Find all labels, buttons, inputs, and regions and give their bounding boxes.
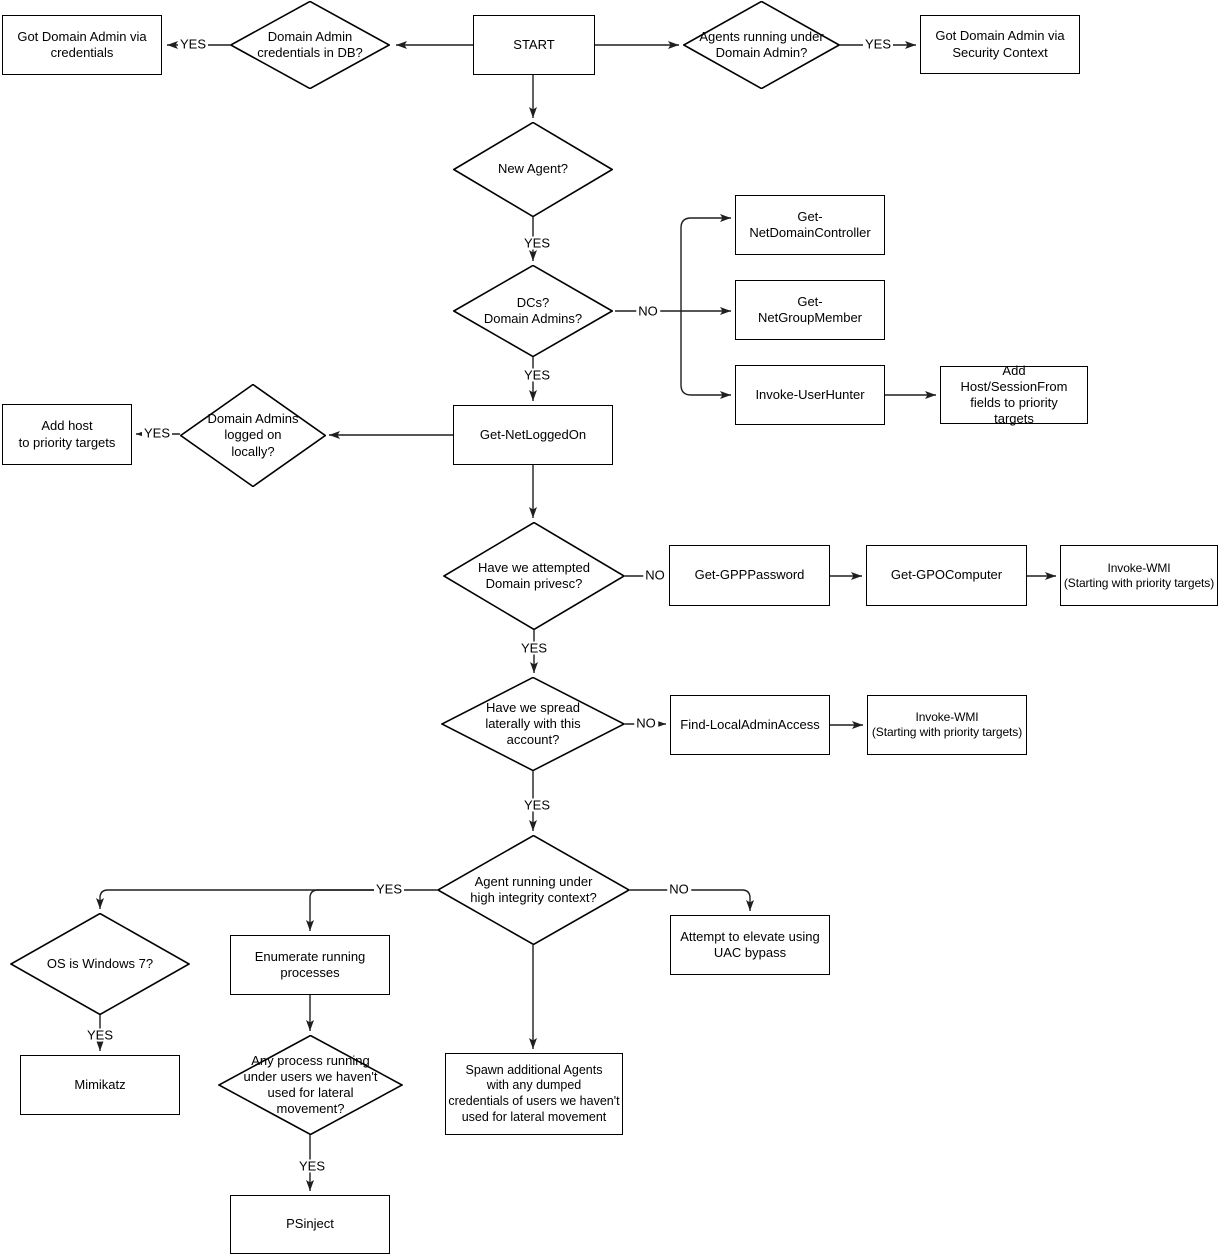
- node-label: Add Host/SessionFrom fields to priority …: [960, 362, 1068, 427]
- node-label: Add host to priority targets: [18, 418, 116, 450]
- node-label: Attempt to elevate using UAC bypass: [680, 928, 820, 960]
- node-get-gpocomputer: Get-GPOComputer: [866, 545, 1027, 606]
- node-get-gpppassword: Get-GPPPassword: [669, 545, 830, 606]
- node-spawn-additional-agents: Spawn additional Agents with any dumped …: [445, 1053, 623, 1135]
- node-find-localadminaccess: Find-LocalAdminAccess: [670, 695, 830, 755]
- node-label: Get-NetDomainController: [749, 208, 871, 240]
- edge-label-yes-credentials: YES: [177, 36, 209, 52]
- node-label: Spawn additional Agents with any dumped …: [448, 1062, 620, 1124]
- connector: [680, 311, 731, 399]
- node-label: Have we spread laterally with this accou…: [485, 699, 581, 748]
- diamond-shape: [441, 677, 625, 771]
- node-label: Get-NetLoggedOn: [479, 426, 587, 442]
- node-label: PSinject: [286, 1216, 334, 1232]
- edge-label-no-dcs: NO: [636, 303, 660, 319]
- node-label: New Agent?: [497, 161, 569, 177]
- node-label: Get-GPPPassword: [694, 567, 805, 583]
- node-add-host-to-priority-targets: Add host to priority targets: [2, 404, 132, 465]
- node-start: START: [473, 15, 595, 75]
- connector: [96, 889, 437, 909]
- node-add-host-sessionfrom: Add Host/SessionFrom fields to priority …: [940, 363, 1088, 426]
- decision-domain-admin-credentials-in-db: Domain Admin credentials in DB?: [230, 1, 390, 89]
- decision-os-is-windows-7: OS is Windows 7?: [10, 913, 190, 1015]
- edge-label-yes-security-context: YES: [862, 36, 894, 52]
- node-label: Agent running under high integrity conte…: [470, 873, 597, 905]
- node-label: Invoke-WMI (Starting with priority targe…: [871, 710, 1023, 739]
- edge-label-no-privesc: NO: [643, 567, 667, 583]
- node-label: Enumerate running processes: [254, 948, 366, 980]
- decision-domain-admins-logged-on-locally: Domain Admins logged on locally?: [180, 384, 326, 487]
- decision-agents-running-under-domain-admin: Agents running under Domain Admin?: [683, 1, 840, 89]
- diamond-shape: [437, 835, 630, 945]
- edge-label-yes-windows7: YES: [84, 1027, 116, 1043]
- decision-dcs-domain-admins: DCs? Domain Admins?: [453, 265, 613, 357]
- node-label: Any process running under users we haven…: [243, 1052, 378, 1117]
- node-get-netloggedon: Get-NetLoggedOn: [453, 405, 613, 465]
- edge-label-no-high-integrity: NO: [667, 881, 691, 897]
- node-label: Have we attempted Domain privesc?: [477, 559, 590, 591]
- edge-label-yes-privesc: YES: [518, 640, 550, 656]
- edge-label-yes-spread: YES: [521, 797, 553, 813]
- node-get-netgroupmember: Get-NetGroupMember: [735, 280, 885, 340]
- edge-label-no-spread: NO: [634, 715, 658, 731]
- connector: [630, 889, 754, 911]
- node-label: DCs? Domain Admins?: [483, 294, 583, 326]
- decision-spread-laterally: Have we spread laterally with this accou…: [441, 677, 625, 771]
- node-label: Invoke-WMI (Starting with priority targe…: [1063, 560, 1215, 590]
- node-label: Domain Admin credentials in DB?: [257, 28, 363, 60]
- node-get-netdomaincontroller: Get-NetDomainController: [735, 195, 885, 255]
- edge-label-yes-any-process: YES: [296, 1158, 328, 1174]
- node-label: Got Domain Admin via Security Context: [935, 28, 1065, 60]
- node-label: Get-GPOComputer: [890, 567, 1003, 583]
- edge-label-yes-logged-on-locally: YES: [141, 425, 173, 441]
- connector: [680, 214, 731, 311]
- node-label: Mimikatz: [74, 1076, 126, 1092]
- node-mimikatz: Mimikatz: [20, 1055, 180, 1115]
- diamond-shape: [218, 1035, 403, 1135]
- diamond-shape: [180, 384, 326, 487]
- node-label: Invoke-UserHunter: [755, 386, 865, 402]
- node-enumerate-running-processes: Enumerate running processes: [230, 935, 390, 995]
- node-psinject: PSinject: [230, 1195, 390, 1254]
- connector: [306, 889, 380, 931]
- decision-attempted-domain-privesc: Have we attempted Domain privesc?: [443, 522, 625, 630]
- diamond-shape: [453, 265, 613, 357]
- node-label: Get-NetGroupMember: [757, 293, 863, 325]
- node-label: Find-LocalAdminAccess: [680, 716, 820, 732]
- node-label: OS is Windows 7?: [46, 955, 154, 971]
- node-label: START: [513, 36, 555, 52]
- diamond-shape: [453, 122, 613, 217]
- decision-new-agent: New Agent?: [453, 122, 613, 217]
- diamond-shape: [10, 913, 190, 1015]
- node-got-domain-admin-credentials: Got Domain Admin via credentials: [2, 15, 162, 75]
- node-got-domain-admin-security-context: Got Domain Admin via Security Context: [920, 15, 1080, 74]
- decision-any-process-unused-users: Any process running under users we haven…: [218, 1035, 403, 1135]
- node-label: Domain Admins logged on locally?: [207, 411, 299, 459]
- decision-high-integrity-context: Agent running under high integrity conte…: [437, 835, 630, 945]
- diamond-shape: [683, 1, 840, 89]
- node-invoke-wmi-priority-targets-1: Invoke-WMI (Starting with priority targe…: [1060, 545, 1218, 606]
- diamond-shape: [443, 522, 625, 630]
- edge-label-yes-high-integrity: YES: [373, 881, 405, 897]
- node-invoke-userhunter: Invoke-UserHunter: [735, 365, 885, 425]
- diamond-shape: [230, 1, 390, 89]
- edge-label-yes-dcs: YES: [521, 367, 553, 383]
- node-label: Agents running under Domain Admin?: [699, 28, 824, 60]
- node-uac-bypass: Attempt to elevate using UAC bypass: [670, 915, 830, 975]
- edge-label-yes-new-agent: YES: [521, 235, 553, 251]
- node-label: Got Domain Admin via credentials: [17, 28, 147, 60]
- node-invoke-wmi-priority-targets-2: Invoke-WMI (Starting with priority targe…: [867, 695, 1027, 755]
